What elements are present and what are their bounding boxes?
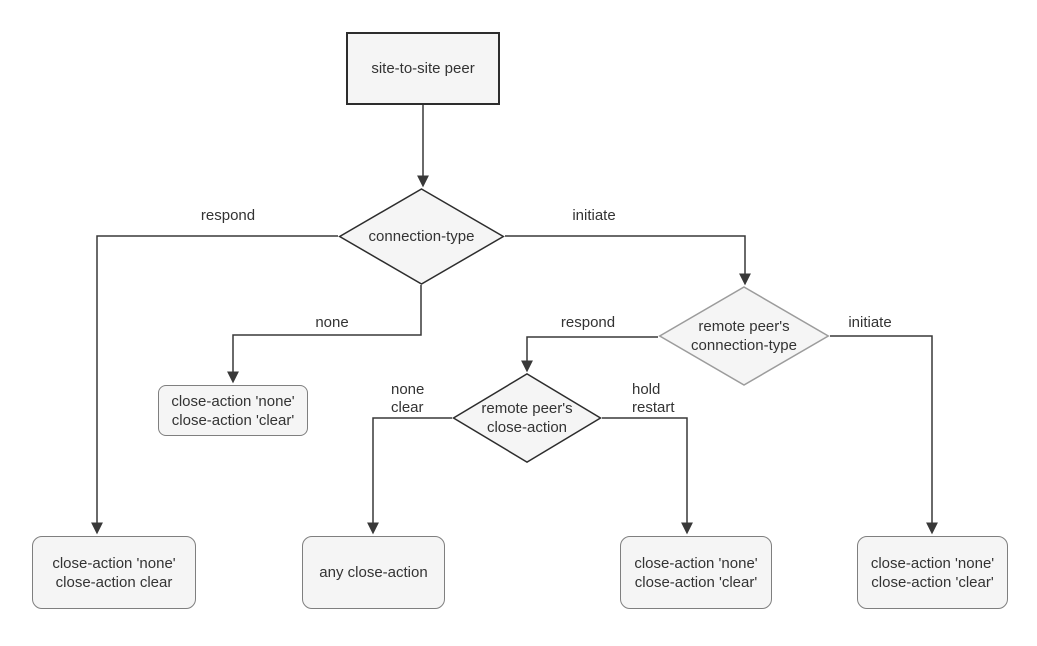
node-result-none-mid: close-action 'none' close-action 'clear' <box>158 385 308 436</box>
node-site-to-site-peer: site-to-site peer <box>346 32 500 105</box>
node-result-respond: close-action 'none' close-action clear <box>32 536 196 609</box>
node-result-respond-label: close-action 'none' close-action clear <box>52 554 176 591</box>
diamond-shape <box>658 286 830 386</box>
edge-label-respond-inner: respond <box>560 314 616 331</box>
edge-none-to-result <box>227 285 422 384</box>
edge-initiate-to-remote-connection-type <box>505 235 751 286</box>
node-result-initiate-label: close-action 'none' close-action 'clear' <box>870 554 995 591</box>
node-remote-peers-close-action: remote peer's close-action <box>452 373 602 463</box>
node-connection-type-label: connection-type <box>368 228 475 245</box>
edge-label-initiate: initiate <box>572 207 616 224</box>
edge-respond-to-result <box>91 235 338 535</box>
node-result-none-mid-label: close-action 'none' close-action 'clear' <box>171 392 295 429</box>
edge-none-clear-to-result <box>367 417 452 535</box>
node-remote-peers-close-action-label: remote peer's close-action <box>481 400 573 436</box>
node-result-any-close-action-label: any close-action <box>319 564 428 581</box>
edge-label-respond: respond <box>200 207 256 224</box>
node-result-initiate: close-action 'none' close-action 'clear' <box>857 536 1008 609</box>
diamond-shape <box>338 188 505 285</box>
node-site-to-site-peer-label: site-to-site peer <box>371 60 475 77</box>
diamond-shape <box>452 373 602 463</box>
edge-label-hold-restart: hold restart <box>632 381 675 416</box>
edge-label-none-clear: none clear <box>391 381 425 416</box>
node-remote-peers-connection-type-label: remote peer's connection-type <box>691 318 797 354</box>
edge-respond-to-remote-close-action <box>521 336 658 373</box>
node-connection-type: connection-type <box>338 188 505 285</box>
edge-label-none: none <box>315 314 349 331</box>
edge-hold-restart-to-result <box>602 417 693 535</box>
node-result-hold-restart: close-action 'none' close-action 'clear' <box>620 536 772 609</box>
node-remote-peers-connection-type: remote peer's connection-type <box>658 286 830 386</box>
edge-initiate-to-result <box>830 335 938 535</box>
node-result-any-close-action: any close-action <box>302 536 445 609</box>
node-result-hold-restart-label: close-action 'none' close-action 'clear' <box>634 554 758 591</box>
edge-label-initiate-inner: initiate <box>848 314 892 331</box>
